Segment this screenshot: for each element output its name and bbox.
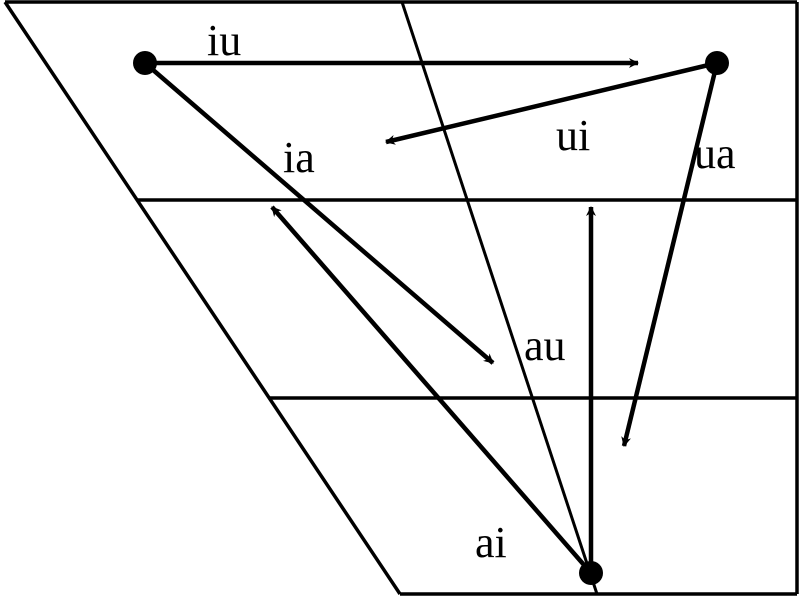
trapezoid-frame: [3, 0, 799, 596]
arrow-ui: [385, 60, 718, 145]
grid-central-slant: [400, 1, 599, 595]
label-ai: ai: [475, 518, 507, 567]
point-i: [133, 51, 157, 75]
label-ia: ia: [283, 133, 315, 182]
point-u: [705, 51, 729, 75]
diphthong-labels: iu ia ui ua au ai: [207, 16, 736, 567]
label-ui: ui: [556, 111, 590, 160]
arrow-ai: [270, 205, 593, 575]
label-iu: iu: [207, 16, 241, 65]
diphthong-arrows: [143, 58, 720, 575]
frame-left: [3, 1, 402, 595]
arrow-ua: [621, 62, 720, 447]
arrow-ia: [143, 61, 495, 365]
point-a: [579, 561, 603, 585]
vowel-points: [133, 51, 729, 585]
label-au: au: [524, 321, 566, 370]
label-ua: ua: [694, 129, 736, 178]
